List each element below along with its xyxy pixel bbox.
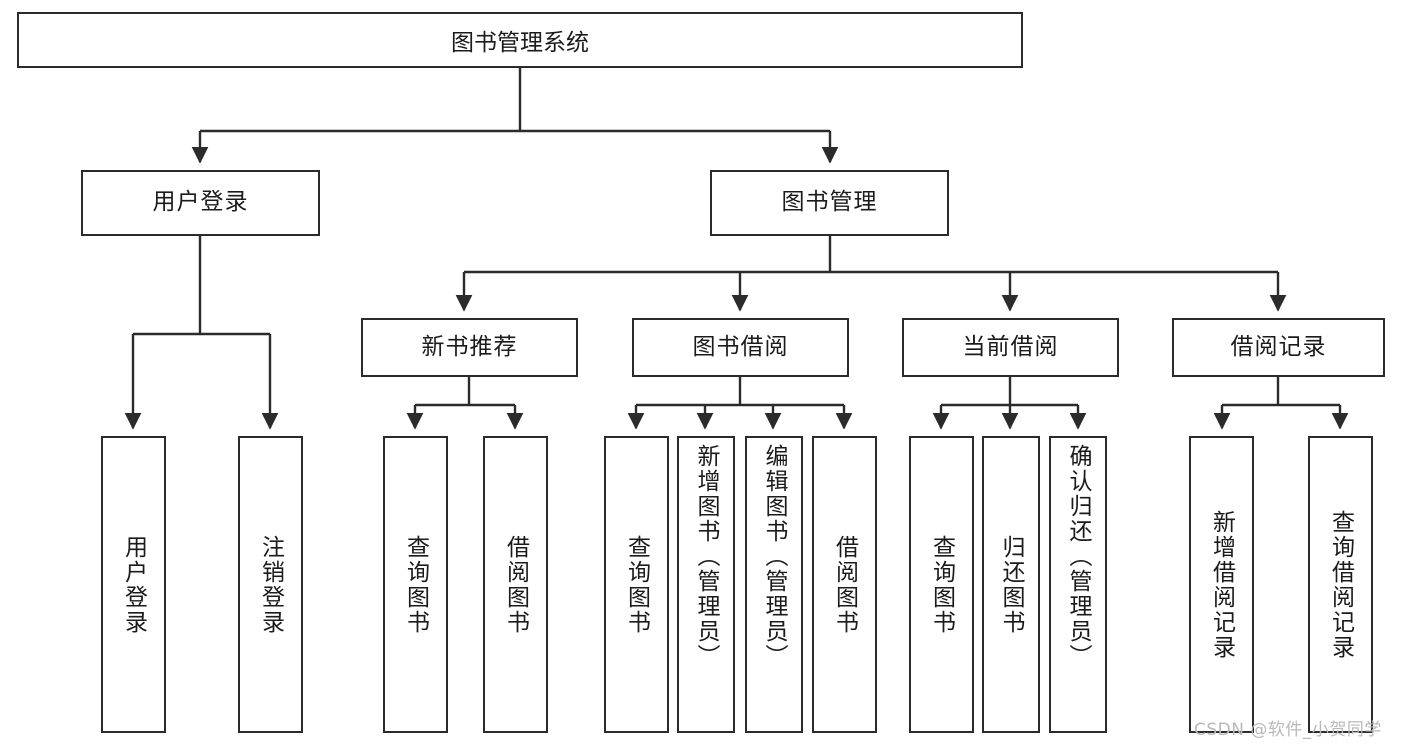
- node-label: 图书管理系统: [451, 30, 589, 56]
- node-label: 查询图书: [623, 534, 650, 635]
- leaf-query-book-recommend[interactable]: 查询图书: [383, 436, 448, 733]
- node-label: 确认归还（管理员）: [1065, 444, 1091, 669]
- node-root-system[interactable]: 图书管理系统: [17, 12, 1023, 68]
- node-label: 图书借阅: [692, 333, 789, 360]
- leaf-query-borrow-record[interactable]: 查询借阅记录: [1308, 436, 1373, 733]
- watermark: CSDN @软件_小贺同学: [1194, 715, 1382, 740]
- node-label: 查询图书: [402, 534, 429, 635]
- node-label: 借阅记录: [1230, 333, 1327, 360]
- leaf-add-book-admin[interactable]: 新增图书（管理员）: [677, 436, 735, 733]
- leaf-edit-book-admin[interactable]: 编辑图书（管理员）: [745, 436, 803, 733]
- node-label: 查询图书: [928, 534, 955, 635]
- leaf-add-borrow-record[interactable]: 新增借阅记录: [1189, 436, 1254, 733]
- leaf-user-login[interactable]: 用户登录: [101, 436, 166, 733]
- leaf-query-book-borrow[interactable]: 查询图书: [604, 436, 669, 733]
- node-label: 新增图书（管理员）: [693, 444, 719, 669]
- node-borrow-record[interactable]: 借阅记录: [1172, 318, 1385, 377]
- leaf-query-book-current[interactable]: 查询图书: [909, 436, 974, 733]
- leaf-borrow-book[interactable]: 借阅图书: [812, 436, 877, 733]
- leaf-user-logout[interactable]: 注销登录: [238, 436, 303, 733]
- node-book-management[interactable]: 图书管理: [710, 170, 949, 236]
- node-label: 新增借阅记录: [1208, 509, 1235, 660]
- node-label: 新书推荐: [421, 333, 518, 360]
- node-label: 用户登录: [120, 534, 147, 635]
- node-new-book-recommend[interactable]: 新书推荐: [361, 318, 578, 377]
- node-label: 查询借阅记录: [1327, 509, 1354, 660]
- node-label: 编辑图书（管理员）: [761, 444, 787, 669]
- node-label: 借阅图书: [502, 534, 529, 635]
- leaf-confirm-return-admin[interactable]: 确认归还（管理员）: [1049, 436, 1107, 733]
- node-label: 当前借阅: [962, 333, 1059, 360]
- node-label: 归还图书: [998, 534, 1024, 635]
- node-label: 借阅图书: [831, 534, 858, 635]
- node-user-login[interactable]: 用户登录: [81, 170, 320, 236]
- node-label: 图书管理: [781, 189, 878, 216]
- node-book-borrow[interactable]: 图书借阅: [632, 318, 849, 377]
- node-label: 注销登录: [257, 534, 284, 635]
- leaf-return-book[interactable]: 归还图书: [982, 436, 1040, 733]
- node-current-borrow[interactable]: 当前借阅: [902, 318, 1119, 377]
- watermark-text: CSDN @软件_小贺同学: [1194, 720, 1382, 740]
- leaf-borrow-book-recommend[interactable]: 借阅图书: [483, 436, 548, 733]
- node-label: 用户登录: [152, 189, 249, 216]
